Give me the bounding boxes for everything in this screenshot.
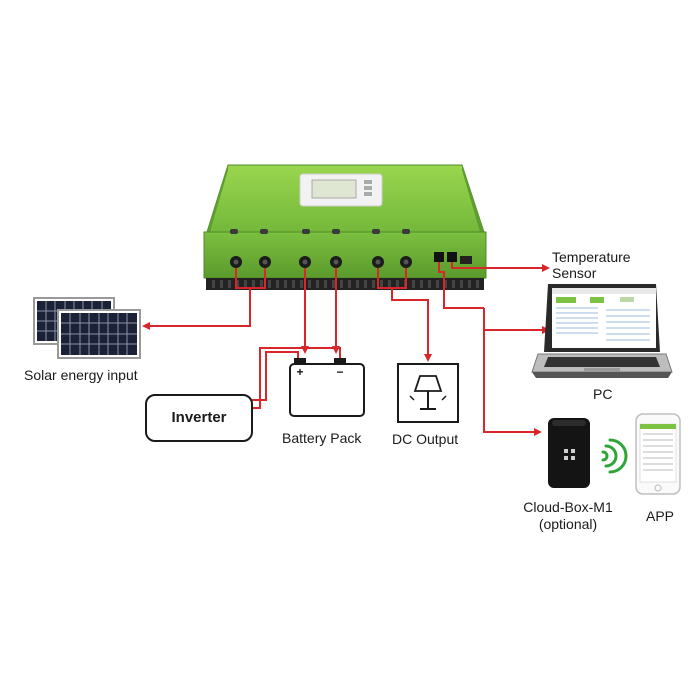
- lamp-icon: [397, 363, 459, 423]
- smartphone-icon: [635, 413, 681, 495]
- temperature-sensor-label-line1: Temperature: [552, 249, 631, 265]
- cloud-box-label-line2: (optional): [538, 516, 598, 532]
- wiring: [142, 262, 550, 436]
- charge-controller: [203, 164, 487, 290]
- laptop-icon: [531, 284, 673, 378]
- wifi-icon: [601, 438, 628, 474]
- comm-ports: [434, 252, 472, 264]
- temperature-sensor-label-line2: Sensor: [552, 265, 597, 281]
- solar-panel-icon: [33, 297, 141, 359]
- cloud-box-icon: [548, 418, 590, 488]
- solar-label: Solar energy input: [24, 367, 138, 383]
- lcd-display: [299, 173, 383, 207]
- cloud-box-label-line1: Cloud-Box-M1: [523, 499, 613, 515]
- app-label: APP: [646, 508, 675, 524]
- battery-positive-symbol: +: [296, 365, 303, 379]
- battery-negative-symbol: −: [336, 365, 343, 379]
- inverter-label: Inverter: [171, 409, 227, 426]
- battery-label: Battery Pack: [282, 430, 362, 446]
- dc-output-label: DC Output: [392, 431, 459, 447]
- battery-icon: [289, 358, 365, 417]
- terminal-screws: [230, 256, 412, 268]
- top-vents: [230, 229, 410, 234]
- pc-label: PC: [593, 386, 613, 402]
- inverter-box: [145, 394, 253, 442]
